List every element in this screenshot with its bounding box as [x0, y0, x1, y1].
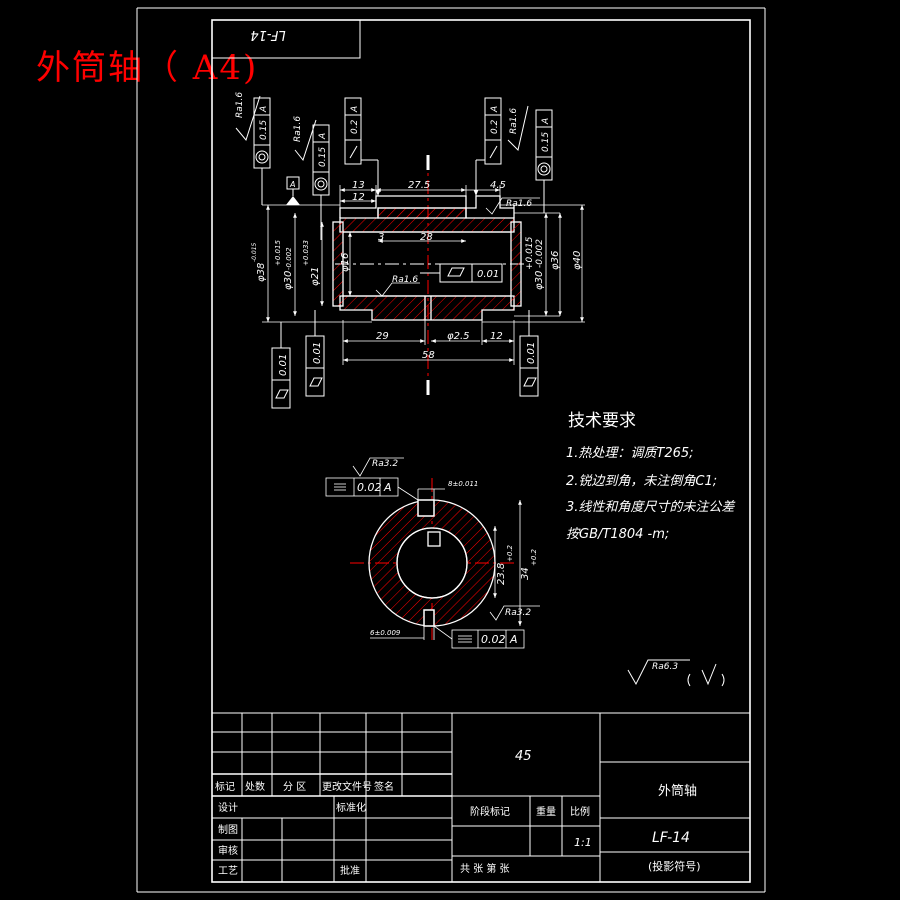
- drawing-title-red: 外筒轴（ A4): [36, 48, 259, 88]
- tb-sign: 签名: [374, 780, 394, 793]
- dim-27-5: 27.5: [408, 180, 430, 191]
- dim-34-tol: +0.2: [530, 548, 538, 566]
- dim-phi30-left: φ30: [283, 271, 294, 290]
- gdt-rightrunout-tol: 0.2: [490, 119, 500, 134]
- dim-phi21-tol: +0.033: [302, 240, 310, 266]
- tb-scale-value: 1:1: [574, 836, 592, 849]
- requirement-item-4: 按GB/T1804 -m;: [566, 527, 670, 542]
- dim-phi30-left-tol-l: -0.002: [285, 247, 293, 270]
- gdt-right1-ra: Ra1.6: [509, 108, 519, 134]
- gdt-bottom-right: 0.01: [526, 342, 537, 364]
- gdt-rightrunout-datum: A: [490, 106, 500, 113]
- dim-phi30-left-tol-u: +0.015: [274, 240, 282, 266]
- dim-phi36: φ36: [550, 251, 561, 270]
- dim-58: 58: [422, 350, 435, 361]
- surface-general: Ra6.3: [652, 662, 678, 672]
- dim-28: 28: [420, 232, 433, 243]
- gdt-left1-ra: Ra1.6: [235, 92, 245, 118]
- tb-design: 设计: [218, 801, 238, 814]
- key-top-ra: Ra3.2: [372, 459, 398, 469]
- tb-projection: (投影符号): [648, 859, 701, 873]
- key-top-datum: A: [383, 481, 392, 494]
- tb-standardize: 标准化: [336, 801, 366, 814]
- tb-weight: 重量: [536, 805, 556, 818]
- tb-part-name: 外筒轴: [658, 783, 697, 799]
- key-section-view: [368, 499, 496, 627]
- tb-scale: 比例: [570, 805, 590, 818]
- dim-phi38-tol: -0.015: [251, 242, 258, 262]
- shaft-section-view: [332, 195, 522, 321]
- gdt-bottom-left2: 0.01: [312, 342, 323, 364]
- tb-stage-mark: 阶段标记: [470, 805, 510, 818]
- key-bottom-datum: A: [509, 633, 518, 646]
- dim-23-8: 23.8: [496, 563, 507, 585]
- dim-phi2-5: φ2.5: [447, 331, 470, 342]
- datum-a-label: A: [289, 180, 295, 189]
- dim-phi30-right-tol-l: -0.002: [535, 239, 545, 268]
- ra16-top: Ra1.6: [506, 199, 532, 209]
- dim-phi21: φ21: [310, 267, 321, 286]
- dim-34: 34: [520, 567, 531, 580]
- tb-process: 工艺: [218, 865, 238, 877]
- gdt-leftrunout-datum: A: [350, 106, 360, 113]
- dim-phi30-right-tol-u: +0.015: [525, 236, 535, 270]
- tb-zone: 分 区: [283, 781, 306, 793]
- tb-drawing-no: LF-14: [652, 830, 690, 846]
- dim-phi30-right: φ30: [534, 271, 545, 290]
- gdt-left2-datum: A: [318, 133, 328, 140]
- tb-check: 审核: [218, 844, 238, 857]
- gdt-leftrunout-tol: 0.2: [350, 119, 360, 134]
- gdt-left1-tol: 0.15: [259, 120, 269, 140]
- tb-drafting: 制图: [218, 823, 238, 836]
- gdt-left2-ra: Ra1.6: [293, 116, 303, 142]
- gdt-center-cyl: 0.01: [477, 269, 499, 280]
- gdt-right1-datum: A: [541, 118, 551, 125]
- dim-29: 29: [376, 331, 389, 342]
- tb-material: 45: [515, 749, 532, 764]
- requirements-title: 技术要求: [568, 411, 636, 431]
- gdt-left1-datum: A: [259, 106, 269, 113]
- gdt-frames-top: [235, 95, 553, 240]
- title-block-texts: 45 外筒轴 LF-14 (投影符号) 1:1 标记 处数 分 区 更改文件号 …: [215, 749, 701, 877]
- requirement-item-2: 2.锐边到角，未注倒角C1;: [566, 474, 718, 489]
- gdt-left2-tol: 0.15: [318, 147, 328, 167]
- dim-12b: 12: [490, 331, 503, 342]
- gdt-bottom-left1: 0.01: [278, 354, 289, 376]
- dim-4-5: 4.5: [490, 180, 506, 191]
- title-block: [211, 712, 751, 883]
- tb-count: 处数: [245, 780, 265, 793]
- tb-approve: 批准: [340, 864, 360, 877]
- gdt-right1-tol: 0.15: [541, 132, 551, 152]
- dim-phi16: φ16: [340, 253, 351, 272]
- dim-12: 12: [352, 192, 365, 203]
- key-bottom-ra: Ra3.2: [505, 608, 531, 618]
- ra16-inner: Ra1.6: [392, 275, 418, 285]
- key-width-top: 8±0.011: [448, 480, 478, 488]
- dim-23-8-tol: +0.2: [506, 544, 514, 562]
- dim-phi40: φ40: [572, 251, 583, 270]
- tb-sheets: 共 张 第 张: [460, 862, 510, 875]
- dim-13: 13: [352, 180, 365, 191]
- dim-phi38: φ38: [256, 263, 267, 282]
- tb-change-doc: 更改文件号: [322, 780, 372, 793]
- key-bottom-tol: 0.02: [481, 633, 506, 646]
- drawing-no-rotated: LF-14: [250, 27, 285, 42]
- datum-triangle: [286, 196, 300, 205]
- dimension-texts: 13 12 27.5 4.5 28 3 29 58 φ2.5 12 φ38 -0…: [251, 180, 583, 361]
- requirement-item-1: 1.热处理：调质T265;: [566, 446, 694, 461]
- key-width-bottom: 6±0.009: [370, 629, 401, 637]
- dim-3: 3: [378, 232, 384, 243]
- dimension-lines: [262, 185, 585, 365]
- key-top-tol: 0.02: [357, 481, 382, 494]
- drawing-frame: [136, 7, 766, 893]
- requirement-item-3: 3.线性和角度尺寸的未注公差: [566, 500, 735, 515]
- tb-mark: 标记: [215, 781, 235, 793]
